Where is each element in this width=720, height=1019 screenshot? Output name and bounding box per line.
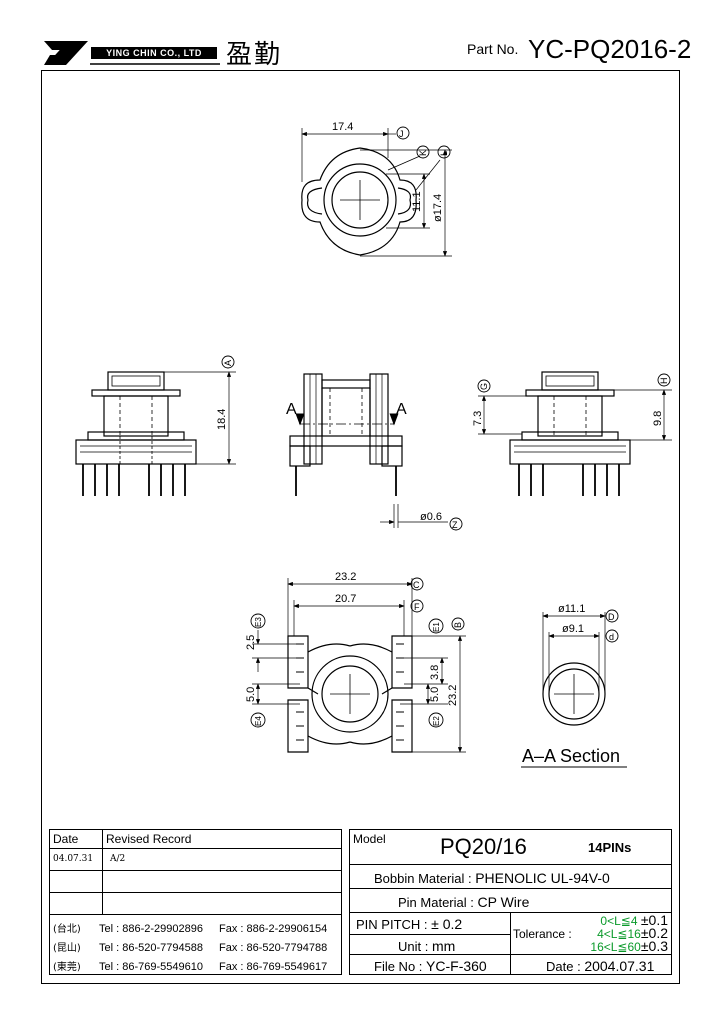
dim-pin-pitch: 2.5 [245, 635, 257, 650]
logo-mark-icon [44, 41, 220, 65]
callout-e1: E1 [432, 622, 441, 632]
file-number: File No : YC-F-360 [374, 958, 487, 974]
dim-right-height: 23.2 [447, 685, 459, 706]
company-name-cn: 盈勤 [226, 40, 283, 70]
dim-top-width: 17.4 [332, 121, 353, 133]
revision-table: Date Revised Record 04.07.31 A/2 (台北)Tel… [49, 829, 342, 975]
section-title: A–A Section [522, 746, 620, 766]
dim-section-outer: ø11.1 [558, 603, 585, 615]
callout-j: J [399, 129, 404, 139]
model-label: Model [353, 832, 386, 846]
bottom-view [252, 578, 466, 753]
dim-top-inner: 11.1 [411, 191, 423, 212]
tolerance-row: 16<L≦60±0.3 [590, 938, 668, 954]
pin-count: 14PINs [588, 840, 632, 855]
dim-pin-dia: ø0.6 [420, 511, 442, 523]
callout-f: F [414, 602, 420, 612]
callout-h: H [659, 378, 669, 385]
part-number: YC-PQ2016-2 [528, 34, 692, 64]
dim-top-outer: ø17.4 [432, 194, 444, 222]
company-logo: YING CHIN CO., LTD [44, 38, 224, 68]
dim-h: 9.8 [652, 411, 664, 426]
dim-slot-left: 5.0 [245, 687, 257, 702]
drawing-date: Date : 2004.07.31 [546, 958, 655, 974]
side-view [289, 373, 448, 528]
unit: Unit : mm [398, 938, 456, 954]
pin-material: Pin Material : CP Wire [398, 894, 530, 910]
dim-section-inner: ø9.1 [562, 623, 584, 635]
callout-d-lower: d [609, 632, 614, 642]
pin-pitch: PIN PITCH : ± 0.2 [356, 916, 463, 932]
revision-date-header: Date [53, 832, 79, 846]
callout-b: B [453, 622, 463, 628]
model-value: PQ20/16 [440, 834, 527, 859]
callout-g: G [479, 383, 489, 390]
section-view [521, 612, 627, 768]
technical-drawing: 17.4 11.1 ø17.4 J K L 18.4 A [75, 121, 672, 768]
section-marker-left: A [286, 401, 297, 418]
dim-slot-right: 5.0 [429, 687, 441, 702]
dim-right-small: 3.8 [429, 665, 441, 680]
spec-table: Model PQ20/16 14PINs Bobbin Material : P… [349, 829, 672, 975]
bobbin-material: Bobbin Material : PHENOLIC UL-94V-0 [374, 870, 610, 886]
part-number-label: Part No. [467, 41, 519, 57]
dim-bottom-width: 23.2 [335, 571, 356, 583]
front-view-left [75, 371, 236, 496]
section-marker-right: A [396, 401, 407, 418]
drawing-frame [41, 70, 680, 984]
dim-height: 18.4 [216, 409, 228, 430]
tolerance-table: 0<L≦4 ±0.1 4<L≦16±0.2 16<L≦60±0.3 [586, 912, 668, 954]
callout-e3: E3 [254, 617, 263, 627]
callout-z: Z [452, 520, 458, 530]
callout-e4: E4 [254, 716, 263, 726]
tolerance-label: Tolerance : [513, 927, 572, 941]
callout-e2: E2 [432, 716, 441, 726]
top-view [301, 128, 452, 257]
callout-c: C [413, 580, 420, 590]
revision-record: A/2 [110, 854, 126, 864]
revision-date: 04.07.31 [53, 854, 94, 864]
tolerance-row: 0<L≦4 ±0.1 [600, 912, 668, 928]
callout-a: A [223, 360, 233, 366]
dim-bottom-inner: 20.7 [335, 593, 356, 605]
tolerance-row: 4<L≦16±0.2 [597, 925, 668, 941]
revision-record-header: Revised Record [106, 832, 192, 846]
callout-l: L [439, 151, 449, 156]
callout-k: K [418, 150, 428, 156]
front-view-right [478, 371, 672, 496]
callout-d-upper: D [608, 612, 615, 622]
dim-g: 7.3 [472, 411, 484, 426]
company-name: YING CHIN CO., LTD [91, 47, 217, 59]
